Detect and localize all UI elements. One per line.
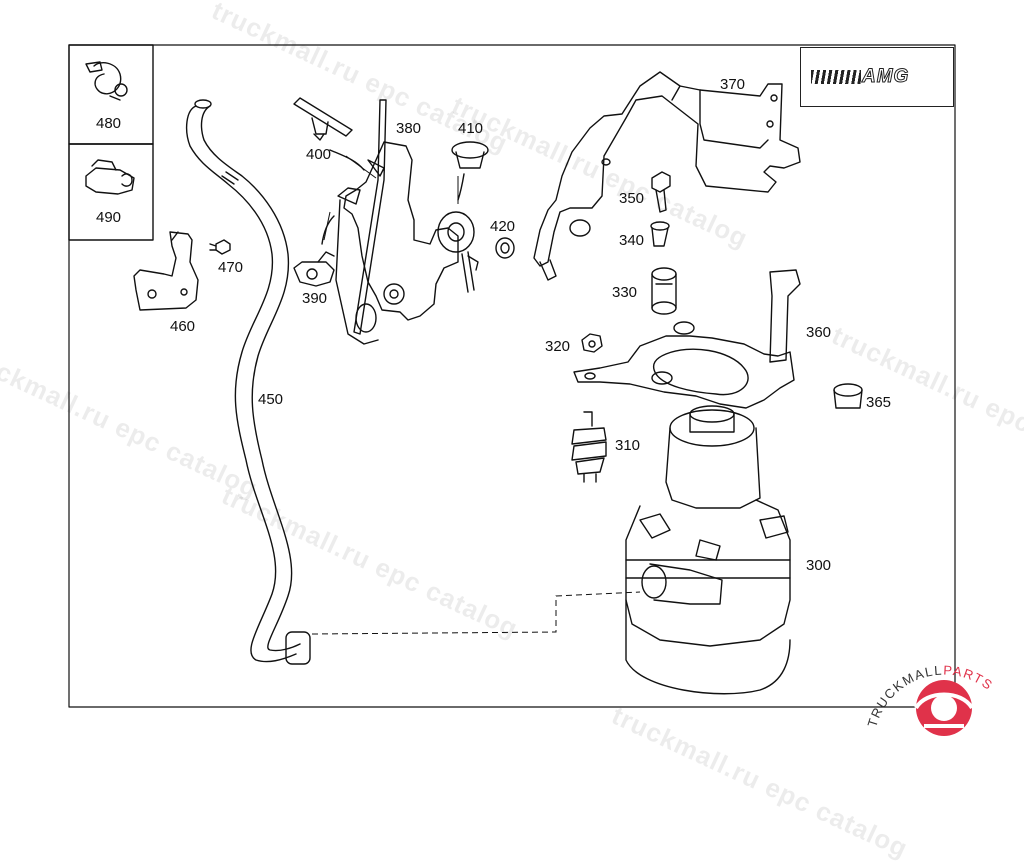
isolator-310 [571,411,607,483]
part-label-360[interactable]: 360 [806,324,832,341]
part-label-365[interactable]: 365 [866,394,892,411]
truckmall-logo: TRUCKMALLPARTS [864,664,996,729]
logo-text-dark: TRUCKMALL [864,664,943,729]
part-label-390[interactable]: 390 [302,290,328,307]
amg-badge-text: AMG [861,66,910,88]
damper-330 [651,267,677,315]
clamp-480-icon [85,61,128,101]
nut-320 [581,333,603,353]
part-label-410[interactable]: 410 [458,120,484,137]
sleeve-340 [650,221,670,247]
part-label-460[interactable]: 460 [170,318,196,335]
part-label-450[interactable]: 450 [258,391,284,408]
clip-400 [293,97,353,141]
part-label-310[interactable]: 310 [615,437,641,454]
part-label-490[interactable]: 490 [96,209,122,226]
spring-pulley [437,211,479,293]
part-label-470[interactable]: 470 [218,259,244,276]
clip-390 [293,251,335,287]
diagram-drawing [68,44,974,736]
part-label-420[interactable]: 420 [490,218,516,235]
amg-badge: AMG [800,47,954,107]
part-label-370[interactable]: 370 [720,76,746,93]
washer-420 [495,237,515,259]
leader-lines [323,155,459,241]
dashed-connection [311,591,641,635]
hose-450 [185,99,311,665]
part-label-400[interactable]: 400 [306,146,332,163]
bracket-370 [533,71,801,281]
inset-box-490 [68,143,154,241]
bracket-380 [335,99,459,345]
cap-365 [833,383,863,409]
clamp-490-icon [85,159,135,195]
grommet-410 [451,141,489,169]
air-pump-300 [625,405,791,695]
bolt-350 [651,171,671,213]
amg-stripes-icon [811,70,861,84]
part-label-320[interactable]: 320 [545,338,571,355]
arrow [329,149,365,171]
arrow [457,173,465,201]
part-label-480[interactable]: 480 [96,115,122,132]
part-label-330[interactable]: 330 [612,284,638,301]
svg-text:TRUCKMALLPARTS: TRUCKMALLPARTS [864,664,996,729]
bracket-460 [133,231,199,311]
bolt-470 [209,239,231,255]
part-label-340[interactable]: 340 [619,232,645,249]
part-label-350[interactable]: 350 [619,190,645,207]
plate-360 [573,269,801,409]
part-label-380[interactable]: 380 [396,120,422,137]
truckmall-logo-icon [914,680,974,736]
part-label-300[interactable]: 300 [806,557,832,574]
logo-text-accent: PARTS [943,664,996,693]
diagram-frame [68,44,956,708]
